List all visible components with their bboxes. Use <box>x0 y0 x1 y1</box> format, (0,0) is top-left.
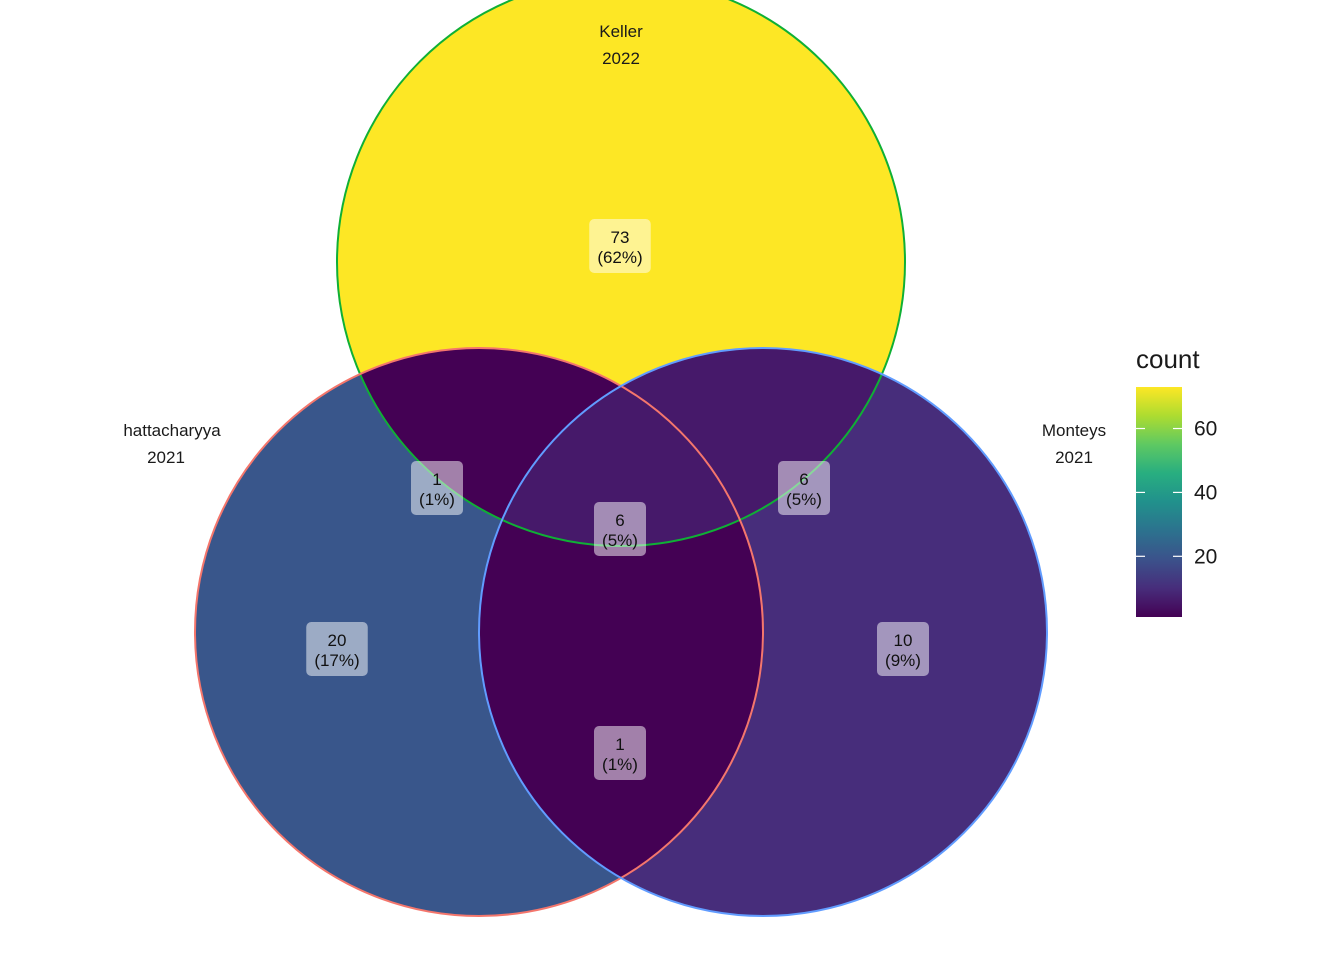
set-year-keller: 2022 <box>602 49 640 68</box>
region-label-box <box>306 622 368 676</box>
region-label-box <box>877 622 929 676</box>
region-percent: (1%) <box>419 490 455 509</box>
region-count: 6 <box>799 470 808 489</box>
region-percent: (9%) <box>885 651 921 670</box>
region-label-box <box>411 461 463 515</box>
region-labels: 73(62%)20(17%)10(9%)1(1%)6(5%)1(1%)6(5%) <box>306 219 929 780</box>
region-label-keller-monteys: 6(5%) <box>778 461 830 515</box>
region-label-box <box>594 502 646 556</box>
region-percent: (17%) <box>314 651 359 670</box>
region-label-box <box>778 461 830 515</box>
region-label-keller-only: 73(62%) <box>589 219 651 273</box>
set-label-keller: Keller 2022 <box>599 22 643 68</box>
region-label-monteys-only: 10(9%) <box>877 622 929 676</box>
set-label-monteys: Monteys 2021 <box>1042 421 1106 467</box>
legend-tick-label: 60 <box>1194 418 1217 441</box>
set-name-keller: Keller <box>599 22 643 41</box>
region-count: 1 <box>432 470 441 489</box>
region-count: 10 <box>894 631 913 650</box>
region-count: 6 <box>615 511 624 530</box>
outline-bhattacharyya <box>194 347 764 917</box>
region-percent: (1%) <box>602 755 638 774</box>
set-label-bhattacharyya: hattacharyya 2021 <box>123 421 221 467</box>
region-label-box <box>589 219 651 273</box>
region-label-all-three: 6(5%) <box>594 502 646 556</box>
set-year-monteys: 2021 <box>1055 448 1093 467</box>
set-name-bhattacharyya: hattacharyya <box>123 421 221 440</box>
legend-ticks: 20 40 60 <box>1136 418 1217 568</box>
region-percent: (5%) <box>786 490 822 509</box>
outline-monteys <box>478 347 1048 917</box>
region-label-bhattacharyya-only: 20(17%) <box>306 622 368 676</box>
region-count: 73 <box>611 228 630 247</box>
legend-tick-label: 20 <box>1194 545 1217 568</box>
region-label-keller-bhattacharyya: 1(1%) <box>411 461 463 515</box>
region-percent: (62%) <box>597 248 642 267</box>
region-label-box <box>594 726 646 780</box>
set-year-bhattacharyya: 2021 <box>147 448 185 467</box>
legend-tick-label: 40 <box>1194 481 1217 504</box>
set-name-monteys: Monteys <box>1042 421 1106 440</box>
legend: count 20 40 60 <box>1136 344 1217 617</box>
legend-title: count <box>1136 344 1200 374</box>
legend-colorbar <box>1136 387 1182 617</box>
region-count: 1 <box>615 735 624 754</box>
region-label-bhattacharyya-monteys: 1(1%) <box>594 726 646 780</box>
region-count: 20 <box>328 631 347 650</box>
region-percent: (5%) <box>602 531 638 550</box>
